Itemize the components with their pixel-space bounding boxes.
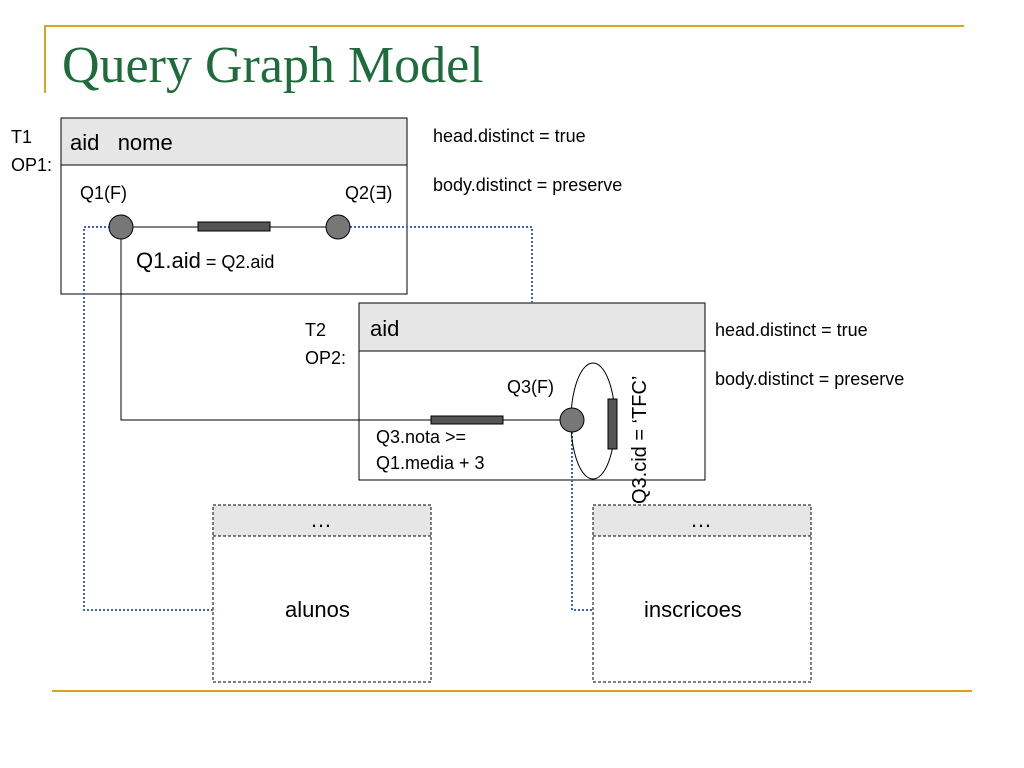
box2-head-distinct: head.distinct = true	[715, 320, 868, 340]
box1-body-distinct: body.distinct = preserve	[433, 175, 623, 195]
alunos-header: …	[310, 507, 332, 532]
box1-header-columns: aid nome	[70, 130, 173, 155]
box1-table-label: T1	[11, 127, 33, 147]
alunos-border	[212, 504, 432, 683]
alunos-header-fill	[213, 505, 431, 536]
q3-range-edge	[571, 432, 593, 611]
box1-pred-left: Q1.aid	[136, 248, 201, 273]
q1-label: Q1(F)	[80, 183, 127, 203]
box2-join-predicate-line1: Q3.nota >=	[376, 427, 467, 447]
q3-node	[559, 407, 585, 433]
box1-pred-right: = Q2.aid	[200, 252, 275, 272]
box2-op-label: OP2:	[305, 348, 347, 368]
q1-q2-predicate-marker	[197, 221, 271, 232]
box1-op-label: OP1:	[11, 155, 53, 175]
alunos-table-name: alunos	[285, 597, 350, 622]
box1-header-fill	[61, 118, 407, 165]
inscricoes-border	[592, 504, 812, 683]
box1-border	[60, 117, 408, 295]
box2-header-columns: aid	[370, 316, 400, 341]
q2-node	[325, 214, 351, 240]
title-accent-horizontal	[44, 25, 964, 27]
box1-head-distinct: head.distinct = true	[433, 126, 586, 146]
inscricoes-header-fill	[593, 505, 811, 536]
title-accent-vertical	[44, 25, 46, 93]
q1-q3-predicate-marker	[430, 415, 504, 425]
box1-join-predicate: Q1.aid = Q2.aid	[136, 250, 274, 272]
box2-header-fill	[359, 303, 705, 351]
q1-q3-join-edge	[120, 227, 572, 421]
q3-local-predicate-label: Q3.cid = ‘TFC’	[629, 375, 651, 504]
box2-table-label: T2	[305, 320, 327, 340]
inscricoes-header: …	[690, 507, 712, 532]
q2-range-edge	[350, 226, 533, 303]
q2-label: Q2(∃)	[345, 183, 393, 203]
footer-accent-line	[52, 690, 972, 692]
q1-node	[108, 214, 134, 240]
inscricoes-table-name: inscricoes	[644, 597, 742, 622]
box2-join-predicate-line2: Q1.media + 3	[376, 453, 485, 473]
q3-local-predicate-marker	[607, 398, 618, 450]
slide-title: Query Graph Model	[62, 37, 484, 94]
q3-label: Q3(F)	[507, 377, 554, 397]
q1-range-edge	[83, 226, 213, 611]
box2-body-distinct: body.distinct = preserve	[715, 369, 905, 389]
